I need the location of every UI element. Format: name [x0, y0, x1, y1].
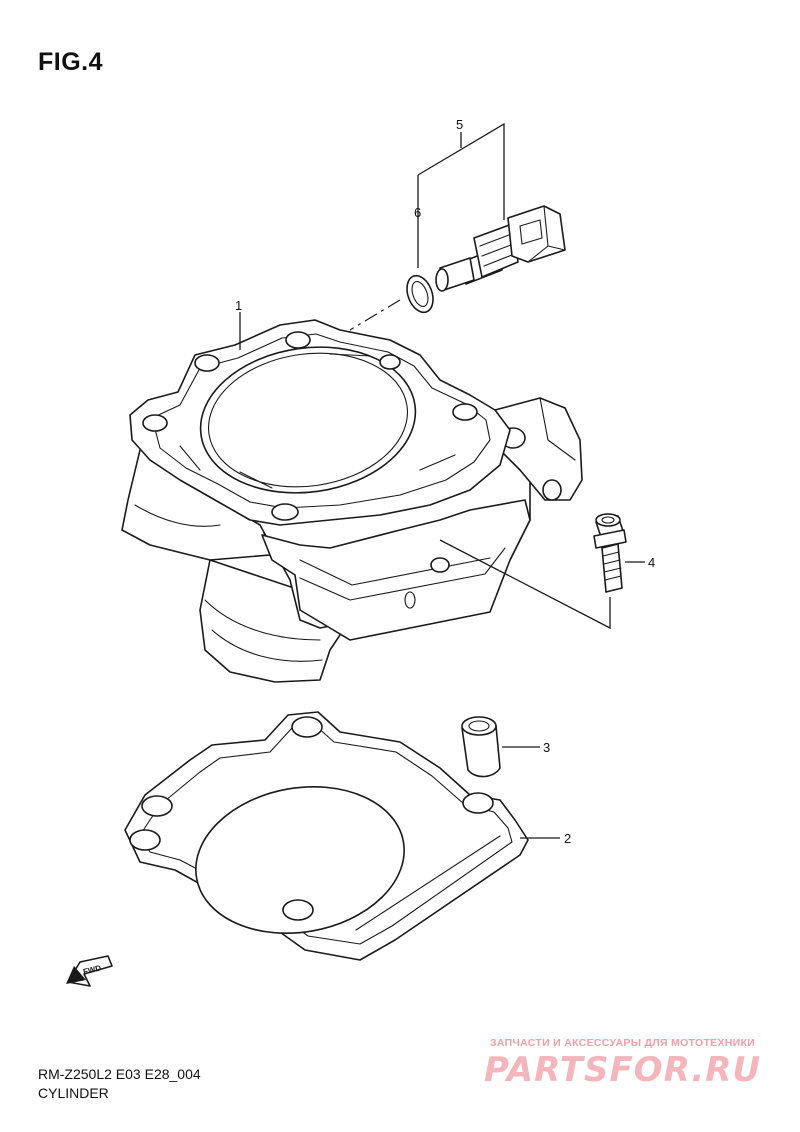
figure-title: FIG.4: [38, 48, 104, 76]
o-ring-part-6[interactable]: [402, 272, 438, 316]
sensor-part-5[interactable]: [435, 205, 566, 292]
fwd-label: FWD: [82, 963, 102, 976]
callout-2: 2: [564, 831, 571, 846]
gasket-part-2[interactable]: [124, 711, 529, 961]
callout-1: 1: [235, 298, 242, 313]
bolt-part-4[interactable]: [593, 513, 627, 593]
dowel-part-3[interactable]: [461, 716, 501, 778]
callout-3: 3: [543, 740, 550, 755]
callout-6: 6: [414, 205, 421, 220]
section-name: CYLINDER: [38, 1085, 109, 1101]
fwd-arrow-icon: FWD: [66, 955, 113, 987]
cylinder-part-1[interactable]: [121, 319, 583, 683]
watermark-tagline: ЗАПЧАСТИ И АКСЕССУАРЫ ДЛЯ МОТОТЕХНИКИ: [490, 1037, 756, 1049]
watermark-logo: PARTSFOR.RU: [484, 1050, 762, 1090]
model-code: RM-Z250L2 E03 E28_004: [38, 1066, 201, 1082]
callout-5: 5: [456, 117, 463, 132]
callout-4: 4: [648, 555, 655, 570]
